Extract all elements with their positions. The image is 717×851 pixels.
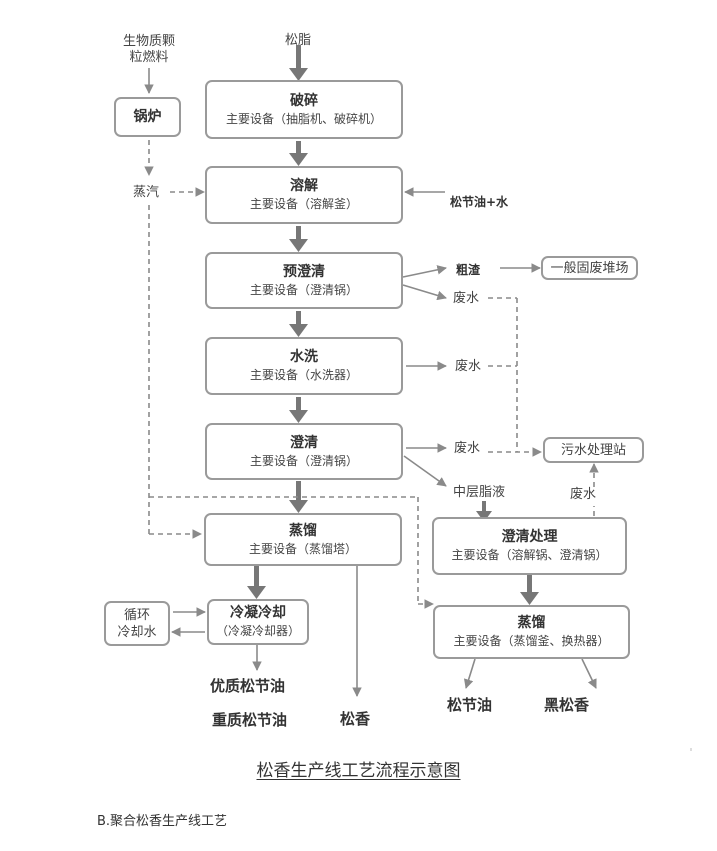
wash-box: 水洗 主要设备（水洗器） [205, 337, 403, 395]
biomass-line2: 粒燃料 [129, 50, 169, 65]
wash-equipment: 主要设备（水洗器） [249, 368, 358, 382]
crush-box: 破碎 主要设备（抽脂机、破碎机） [205, 80, 403, 139]
distill-box: 蒸馏 主要设备（蒸馏塔） [204, 513, 402, 566]
clarify-box: 澄清 主要设备（澄清锅） [205, 423, 403, 480]
clarify-treat-title: 澄清处理 [501, 529, 558, 545]
distill2-box: 蒸馏 主要设备（蒸馏釜、换热器） [433, 605, 630, 659]
main-flow-arrows [247, 45, 539, 605]
preclarify-title: 预澄清 [283, 263, 325, 280]
distill-equipment: 主要设备（蒸馏塔） [248, 541, 357, 556]
cooling-line1: 循环 [123, 607, 150, 623]
dashed-connectors [144, 140, 599, 609]
clarify-treat-box: 澄清处理 主要设备（溶解锅、澄清锅） [432, 517, 627, 575]
wash-title: 水洗 [290, 349, 318, 365]
cooling-line2: 冷却水 [117, 624, 157, 640]
distill-title: 蒸馏 [289, 522, 317, 539]
boiler-box: 锅炉 [114, 97, 181, 137]
sewage-title: 污水处理站 [560, 442, 626, 458]
quality-oil-output: 优质松节油 [210, 677, 286, 695]
clarify-treat-equipment: 主要设备（溶解锅、澄清锅） [451, 548, 608, 562]
diagram-title-text: 松香生产线工艺流程示意图 [256, 761, 461, 781]
resin-label: 松脂 [285, 33, 312, 48]
wastewater-label-2: 废水 [455, 359, 482, 374]
solid-connectors [144, 68, 597, 697]
biomass-line1: 生物质颗 [122, 34, 175, 49]
heavy-oil-output: 重质松节油 [212, 711, 288, 729]
rosin-output: 松香 [340, 710, 371, 728]
sewage-box: 污水处理站 [543, 437, 644, 463]
dissolve-box: 溶解 主要设备（溶解釜） [205, 166, 403, 224]
steam-label: 蒸汽 [133, 185, 160, 200]
middle-liquid-label: 中层脂液 [453, 485, 506, 500]
diagram-title: 松香生产线工艺流程示意图 [0, 756, 717, 781]
section-footer: B.聚合松香生产线工艺 [97, 814, 228, 829]
turpentine-output: 松节油 [447, 696, 493, 714]
turpentine-water-label: 松节油+水 [450, 195, 509, 209]
dissolve-title: 溶解 [290, 178, 318, 194]
cooling-water-box: 循环 冷却水 [104, 601, 170, 646]
preclarify-box: 预澄清 主要设备（澄清锅） [205, 252, 403, 309]
solid-waste-title: 一般固废堆场 [550, 260, 629, 276]
biomass-fuel-label: 生物质颗 粒燃料 [117, 34, 181, 66]
condense-box: 冷凝冷却 （冷凝冷却器） [207, 599, 309, 645]
distill2-equipment: 主要设备（蒸馏釜、换热器） [453, 634, 610, 648]
black-rosin-output: 黑松香 [544, 696, 590, 714]
crush-equipment: 主要设备（抽脂机、破碎机） [225, 111, 382, 126]
wastewater-label-4: 废水 [570, 487, 597, 502]
dissolve-equipment: 主要设备（溶解釜） [249, 197, 358, 211]
clarify-equipment: 主要设备（澄清锅） [249, 453, 358, 468]
solid-waste-box: 一般固废堆场 [541, 256, 638, 280]
wastewater-label-1: 废水 [453, 291, 480, 306]
wastewater-label-3: 废水 [454, 441, 481, 456]
crush-title: 破碎 [290, 92, 318, 109]
boiler-title: 锅炉 [133, 109, 162, 125]
condense-equipment: （冷凝冷却器） [215, 624, 300, 638]
condense-title: 冷凝冷却 [230, 605, 286, 621]
preclarify-equipment: 主要设备（澄清锅） [249, 282, 358, 297]
residue-label: 粗渣 [456, 263, 481, 277]
distill2-title: 蒸馏 [517, 615, 546, 631]
clarify-title: 澄清 [290, 434, 318, 451]
